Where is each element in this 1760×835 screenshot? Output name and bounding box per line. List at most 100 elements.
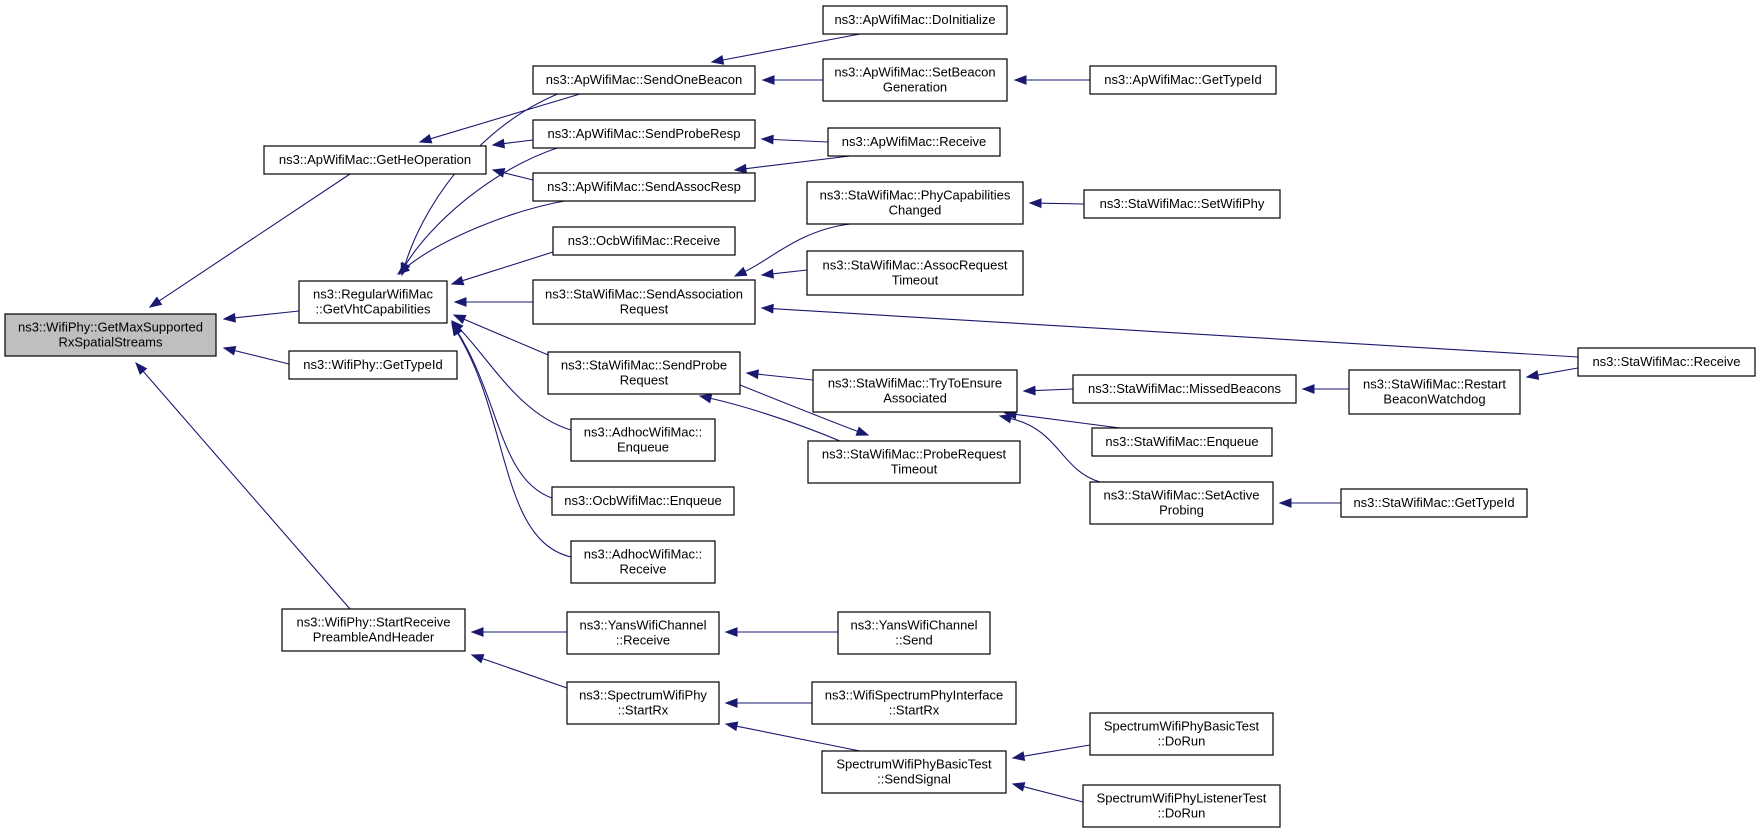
node-n26[interactable]: ns3::ApWifiMac::GetTypeId bbox=[1089, 65, 1277, 95]
node-n7[interactable]: ns3::ApWifiMac::SendAssocResp bbox=[532, 172, 756, 202]
node-box[interactable] bbox=[288, 350, 458, 380]
node-n3[interactable]: ns3::WifiPhy::GetTypeId bbox=[288, 350, 458, 380]
node-box[interactable] bbox=[822, 58, 1008, 102]
node-n27[interactable]: ns3::StaWifiMac::SetWifiPhy bbox=[1083, 189, 1281, 219]
node-box[interactable] bbox=[4, 313, 217, 357]
node-label: ns3::StaWifiMac::SendProbe bbox=[561, 358, 727, 373]
node-n25[interactable]: SpectrumWifiPhyBasicTest::SendSignal bbox=[821, 750, 1007, 794]
node-box[interactable] bbox=[837, 611, 991, 655]
node-box[interactable] bbox=[263, 145, 487, 175]
node-n4[interactable]: ns3::WifiPhy::StartReceivePreambleAndHea… bbox=[281, 608, 466, 652]
node-label: ::GetVhtCapabilities bbox=[316, 302, 431, 317]
node-box[interactable] bbox=[822, 5, 1008, 35]
edge-line bbox=[503, 172, 534, 181]
node-n24[interactable]: ns3::WifiSpectrumPhyInterface::StartRx bbox=[811, 681, 1017, 725]
node-n5[interactable]: ns3::ApWifiMac::SendOneBeacon bbox=[532, 65, 756, 95]
node-n14[interactable]: ns3::YansWifiChannel::Receive bbox=[566, 611, 720, 655]
node-box[interactable] bbox=[1089, 65, 1277, 95]
node-box[interactable] bbox=[812, 369, 1018, 413]
node-box[interactable] bbox=[551, 486, 735, 516]
edge-line bbox=[1537, 367, 1579, 376]
node-box[interactable] bbox=[570, 418, 716, 462]
node-box[interactable] bbox=[566, 681, 720, 725]
arrowhead-icon bbox=[1278, 498, 1292, 508]
node-box[interactable] bbox=[811, 681, 1017, 725]
node-box[interactable] bbox=[806, 181, 1024, 225]
node-n31[interactable]: SpectrumWifiPhyBasicTest::DoRun bbox=[1089, 712, 1274, 756]
edge-n19-to-n9 bbox=[733, 223, 851, 277]
edge-line bbox=[1015, 413, 1121, 429]
node-box[interactable] bbox=[532, 172, 756, 202]
node-n1[interactable]: ns3::ApWifiMac::GetHeOperation bbox=[263, 145, 487, 175]
edge-n5-to-n1 bbox=[418, 93, 581, 144]
edge-n1-to-n0 bbox=[148, 173, 351, 308]
node-label: ns3::ApWifiMac::SendOneBeacon bbox=[546, 72, 743, 87]
node-box[interactable] bbox=[1348, 369, 1521, 415]
edge-line bbox=[1040, 202, 1085, 205]
node-label: ns3::YansWifiChannel bbox=[580, 618, 707, 633]
node-box[interactable] bbox=[566, 611, 720, 655]
edges-layer bbox=[135, 33, 1579, 803]
node-n29[interactable]: ns3::StaWifiMac::Enqueue bbox=[1091, 427, 1273, 457]
node-n0[interactable]: ns3::WifiPhy::GetMaxSupportedRxSpatialSt… bbox=[4, 313, 217, 357]
node-n16[interactable]: ns3::ApWifiMac::DoInitialize bbox=[822, 5, 1008, 35]
edge-line bbox=[722, 33, 861, 61]
node-label: ns3::OcbWifiMac::Receive bbox=[568, 233, 720, 248]
node-box[interactable] bbox=[806, 250, 1024, 296]
node-box[interactable] bbox=[552, 226, 736, 256]
node-box[interactable] bbox=[298, 280, 448, 324]
node-n12[interactable]: ns3::OcbWifiMac::Enqueue bbox=[551, 486, 735, 516]
arrowhead-icon bbox=[745, 369, 759, 380]
node-n2[interactable]: ns3::RegularWifiMac::GetVhtCapabilities bbox=[298, 280, 448, 324]
edge-line bbox=[457, 332, 553, 499]
arrowhead-icon bbox=[418, 133, 433, 144]
node-n15[interactable]: ns3::SpectrumWifiPhy::StartRx bbox=[566, 681, 720, 725]
node-label: ns3::StaWifiMac::GetTypeId bbox=[1353, 495, 1514, 510]
node-box[interactable] bbox=[570, 540, 716, 584]
node-n11[interactable]: ns3::AdhocWifiMac::Enqueue bbox=[570, 418, 716, 462]
node-n35[interactable]: ns3::StaWifiMac::Receive bbox=[1577, 347, 1756, 377]
node-box[interactable] bbox=[807, 440, 1021, 484]
edge-n27-to-n19 bbox=[1028, 198, 1085, 209]
node-n6[interactable]: ns3::ApWifiMac::SendProbeResp bbox=[532, 119, 756, 149]
node-n28[interactable]: ns3::StaWifiMac::MissedBeacons bbox=[1072, 374, 1297, 404]
node-box[interactable] bbox=[532, 119, 756, 149]
node-n32[interactable]: SpectrumWifiPhyListenerTest::DoRun bbox=[1082, 784, 1281, 828]
node-box[interactable] bbox=[1083, 189, 1281, 219]
node-box[interactable] bbox=[1091, 427, 1273, 457]
node-n18[interactable]: ns3::ApWifiMac::Receive bbox=[827, 127, 1001, 157]
edge-line bbox=[462, 251, 554, 282]
node-box[interactable] bbox=[1089, 712, 1274, 756]
edge-n7-to-n2 bbox=[396, 199, 571, 275]
node-n23[interactable]: ns3::YansWifiChannel::Send bbox=[837, 611, 991, 655]
node-label: SpectrumWifiPhyBasicTest bbox=[836, 757, 992, 772]
node-box[interactable] bbox=[547, 351, 741, 395]
node-box[interactable] bbox=[1340, 488, 1528, 518]
node-box[interactable] bbox=[1577, 347, 1756, 377]
edge-n2-to-n0 bbox=[222, 310, 300, 323]
node-n34[interactable]: ns3::StaWifiMac::GetTypeId bbox=[1340, 488, 1528, 518]
node-box[interactable] bbox=[821, 750, 1007, 794]
node-label: ns3::WifiPhy::GetTypeId bbox=[303, 357, 442, 372]
edge-n7-to-n1 bbox=[491, 168, 534, 181]
node-label: ns3::ApWifiMac::SendAssocResp bbox=[547, 179, 741, 194]
node-box[interactable] bbox=[532, 65, 756, 95]
edge-n14-to-n4 bbox=[470, 627, 567, 637]
node-box[interactable] bbox=[827, 127, 1001, 157]
node-box[interactable] bbox=[1082, 784, 1281, 828]
node-n8[interactable]: ns3::OcbWifiMac::Receive bbox=[552, 226, 736, 256]
node-box[interactable] bbox=[1072, 374, 1297, 404]
node-n13[interactable]: ns3::AdhocWifiMac::Receive bbox=[570, 540, 716, 584]
node-box[interactable] bbox=[532, 279, 756, 325]
node-box[interactable] bbox=[281, 608, 466, 652]
node-box[interactable] bbox=[1089, 481, 1274, 525]
